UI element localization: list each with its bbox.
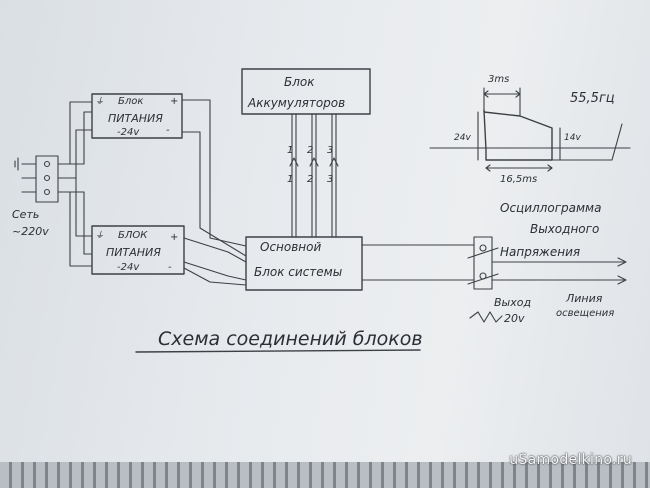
output-section: Выход 20v Линия освещения xyxy=(361,236,627,325)
mains-label-1: Сеть xyxy=(12,208,39,221)
wire-number-1-top: 1 xyxy=(287,145,293,156)
osc-label-3: Напряжения xyxy=(500,245,580,259)
metal-shelf xyxy=(0,462,650,488)
lighting-label-2: освещения xyxy=(556,308,614,319)
osc-amplitude: 24v xyxy=(454,133,471,143)
output-label-1: Выход xyxy=(494,296,531,309)
psu-top-block: Блок ПИТАНИЯ -24v ⏚ + - xyxy=(91,93,183,139)
battery-label-2: Аккумуляторов xyxy=(247,96,345,110)
battery-to-main-wiring: 1 2 3 1 2 3 xyxy=(287,113,339,238)
psu-to-main-wiring xyxy=(181,99,247,286)
psu-top-label-1: Блок xyxy=(118,96,143,107)
psu-bottom-label-3: -24v xyxy=(117,262,140,273)
lighting-label-1: Линия xyxy=(565,292,603,305)
osc-period: 16,5ms xyxy=(500,174,537,185)
osc-frequency: 55,5гц xyxy=(570,91,615,106)
osc-pulse-width: 3ms xyxy=(488,74,509,85)
osc-waveform-tail xyxy=(551,123,623,161)
title-underline xyxy=(135,349,421,353)
watermark: uSamodelkino.ru xyxy=(509,452,632,468)
psu-bottom-minus: - xyxy=(168,262,172,273)
output-terminal xyxy=(473,236,493,290)
psu-bottom-label-2: ПИТАНИЯ xyxy=(106,246,161,259)
diagram-title: Схема соединений блоков xyxy=(158,328,423,350)
psu-top-label-3: -24v xyxy=(117,127,140,138)
wire-number-1-bottom: 1 xyxy=(287,174,293,185)
psu-bottom-block: БЛОК ПИТАНИЯ -24v ⏚ + - xyxy=(91,225,185,275)
psu-bottom-plus: + xyxy=(170,232,178,243)
psu-bottom-label-1: БЛОК xyxy=(118,230,148,241)
mains-terminal-block xyxy=(35,155,59,203)
paper-sheet xyxy=(0,0,650,470)
wire-number-2-top: 2 xyxy=(307,145,313,156)
main-frame xyxy=(245,236,363,291)
diagram-title-group: Схема соединений блоков xyxy=(135,328,423,353)
osc-label-2: Выходного xyxy=(530,222,599,236)
psu-bottom-frame xyxy=(91,225,185,275)
mains-label-2: ~220v xyxy=(12,225,49,238)
psu-bottom-ground-symbol: ⏚ xyxy=(95,230,104,241)
battery-frame xyxy=(241,68,371,115)
main-label-1: Основной xyxy=(260,240,321,254)
psu-top-minus: - xyxy=(166,125,170,136)
main-block: Основной Блок системы xyxy=(245,236,363,291)
psu-top-frame xyxy=(91,93,183,139)
mains-input: Сеть ~220v xyxy=(12,155,59,238)
wire-number-2-bottom: 2 xyxy=(307,174,313,185)
wire-number-3-bottom: 3 xyxy=(327,174,333,185)
psu-top-ground-symbol: ⏚ xyxy=(95,96,104,107)
oscillogram-caption: Осциллограмма Выходного Напряжения xyxy=(500,201,601,259)
osc-label-1: Осциллограмма xyxy=(500,201,601,215)
oscillogram-sketch: 3ms 24v 14v 16,5ms 55,5гц xyxy=(429,74,631,185)
main-label-2: Блок системы xyxy=(254,265,342,279)
wire-number-3-top: 3 xyxy=(327,145,333,156)
battery-label-1: Блок xyxy=(284,75,315,89)
psu-top-label-2: ПИТАНИЯ xyxy=(108,112,163,125)
output-label-2: 20v xyxy=(504,312,525,325)
battery-block: Блок Аккумуляторов xyxy=(241,68,371,115)
mains-wiring xyxy=(57,101,93,267)
psu-top-plus: + xyxy=(170,96,178,107)
osc-drop-voltage: 14v xyxy=(564,133,581,143)
output-waveform-icon xyxy=(469,311,503,323)
osc-waveform xyxy=(483,109,553,161)
